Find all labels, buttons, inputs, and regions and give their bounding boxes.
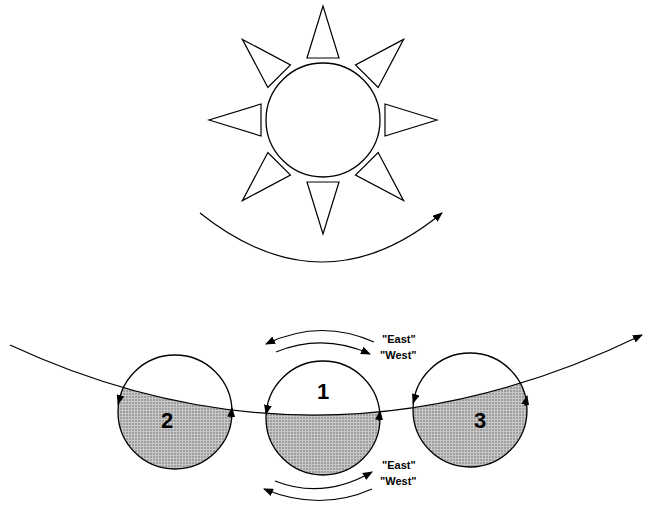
callout-number: 3: [474, 410, 486, 432]
circle-outline: [118, 355, 232, 469]
direction-label: "West": [380, 475, 417, 487]
planet-circle: 1: [266, 361, 380, 475]
direction-label: "East": [382, 459, 416, 471]
circle-outline: [413, 353, 527, 467]
night-shading: [118, 353, 527, 475]
planet-circle: 2: [118, 355, 232, 469]
callout-number: 1: [317, 381, 329, 403]
direction-label: "East": [382, 333, 416, 345]
orbit-arrow: [10, 335, 642, 415]
sun: [209, 6, 437, 234]
direction-label: "West": [380, 349, 417, 361]
planet-circle: 3: [413, 353, 527, 467]
circle-outline: [266, 361, 380, 475]
sun-rotation-arrow: [200, 213, 442, 262]
callout-number: 2: [161, 410, 173, 432]
